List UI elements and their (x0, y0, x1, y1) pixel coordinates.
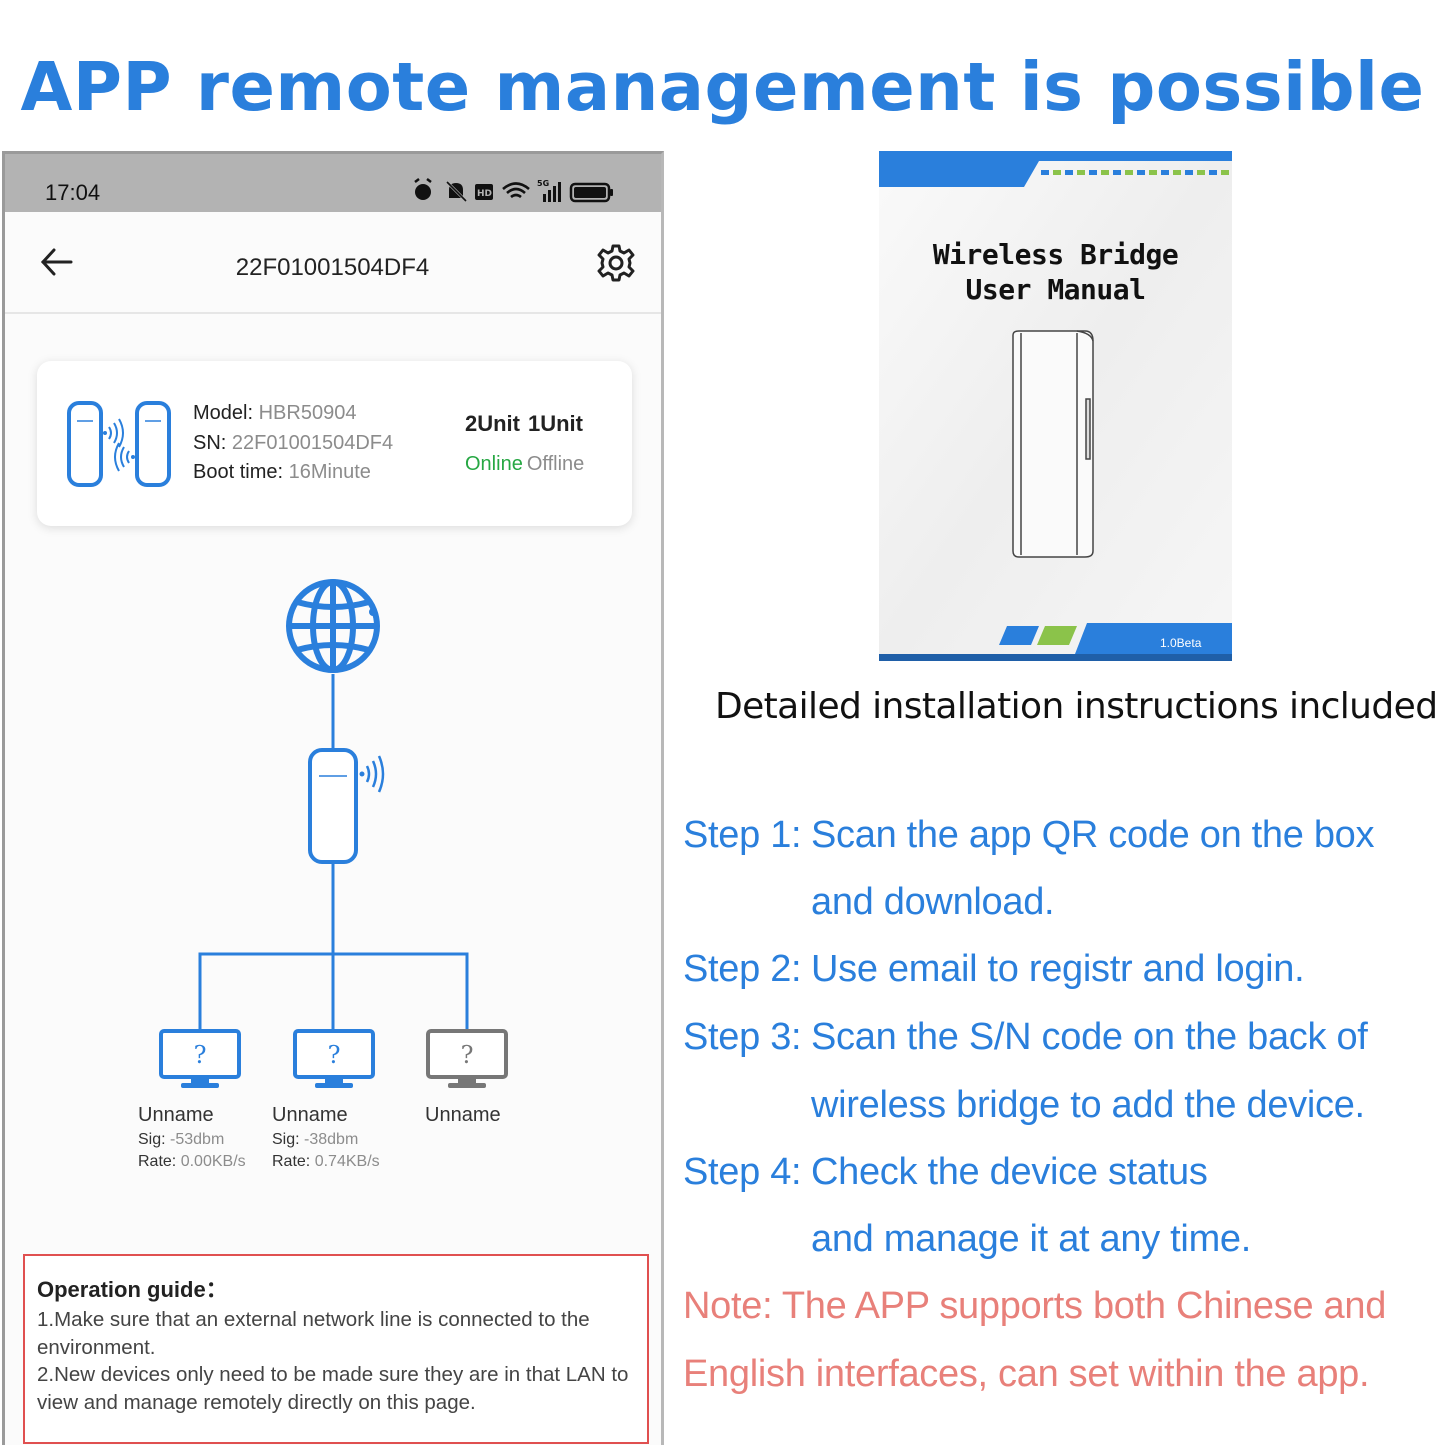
signal-icon: 5G (537, 179, 561, 202)
step-2-text: Use email to registr and login. (811, 948, 1305, 990)
step-3: Step 3:Scan the S/N code on the back of (683, 1016, 1368, 1059)
guide-line-2: 2.New devices only need to be made sure … (37, 1363, 629, 1414)
network-topology (198, 579, 469, 1029)
online-label: Online (465, 453, 523, 475)
step-2: Step 2:Use email to registr and login. (683, 948, 1305, 991)
note-line-2: English interfaces, can set within the a… (683, 1353, 1370, 1395)
top-dash-stripe (1041, 170, 1229, 175)
mute-bell-icon (445, 180, 468, 203)
battery-icon (569, 182, 613, 203)
client-name-3: Unname (425, 1104, 501, 1126)
step-1-label: Step 1: (683, 814, 802, 856)
step-2-label: Step 2: (683, 948, 802, 990)
offline-unit-count: 1Unit (528, 411, 583, 436)
status-time: 17:04 (45, 180, 101, 205)
sig-value: -38dbm (304, 1131, 359, 1148)
boot-value: 16Minute (288, 461, 371, 483)
bridge-device-icon (308, 748, 385, 864)
back-arrow-icon (40, 248, 73, 276)
alarm-icon (414, 178, 432, 200)
gear-icon (597, 244, 635, 282)
guide-text: 1.Make sure that an external network lin… (37, 1306, 637, 1416)
model-row: Model: HBR50904 (193, 399, 393, 429)
client-mark-3: ? (461, 1041, 474, 1069)
online-unit-count: 2Unit (465, 411, 520, 436)
device-info-card[interactable]: Model: HBR50904 SN: 22F01001504DF4 Boot … (37, 361, 632, 526)
headline: APP remote management is possible (20, 48, 1425, 126)
unit-counts: 2Unit 1Unit (465, 411, 591, 437)
client-stats-2: Sig: -38dbm Rate: 0.74KB/s (272, 1129, 380, 1173)
bridge-sketch (1012, 330, 1094, 558)
svg-text:5G: 5G (537, 179, 549, 188)
client-monitor-icon-2[interactable]: ? (291, 1027, 381, 1093)
manual-version: 1.0Beta (1160, 636, 1202, 650)
phone-screenshot: 17:04 HD 5G (2, 151, 664, 1445)
settings-button[interactable] (595, 242, 637, 284)
manual-title: Wireless Bridge User Manual (879, 237, 1232, 307)
step-4: Step 4:Check the device status (683, 1151, 1208, 1194)
client-monitor-icon-3[interactable]: ? (424, 1027, 514, 1093)
sig-label: Sig: (138, 1131, 166, 1148)
step-1: Step 1:Scan the app QR code on the box (683, 814, 1375, 857)
boot-label: Boot time: (193, 461, 284, 483)
client-stats-1: Sig: -53dbm Rate: 0.00KB/s (138, 1129, 246, 1173)
step-1-text: Scan the app QR code on the box (811, 814, 1375, 856)
manual-caption: Detailed installation instructions inclu… (715, 686, 1438, 727)
step-3-continuation: wireless bridge to add the device. (811, 1084, 1365, 1126)
client-monitor-icon-1[interactable]: ? (157, 1027, 247, 1093)
guide-line-1: 1.Make sure that an external network lin… (37, 1308, 590, 1359)
rate-label: Rate: (138, 1153, 177, 1170)
step-3-text: Scan the S/N code on the back of (811, 1016, 1368, 1058)
rate-label: Rate: (272, 1153, 311, 1170)
client-name-1: Unname (138, 1104, 214, 1126)
note-line-1: Note: The APP supports both Chinese and (683, 1285, 1387, 1327)
app-header: 22F01001504DF4 (5, 212, 661, 314)
sig-label: Sig: (272, 1131, 300, 1148)
client-mark-1: ? (194, 1041, 207, 1069)
hd-icon: HD (475, 184, 493, 200)
manual-cover-art (879, 151, 1232, 661)
step-1-continuation: and download. (811, 881, 1055, 923)
sn-label: SN: (193, 431, 227, 454)
status-icons: HD 5G (414, 178, 613, 203)
offline-label: Offline (526, 453, 585, 475)
device-id-title: 22F01001504DF4 (235, 254, 430, 281)
top-band (879, 151, 1232, 187)
rate-value: 0.00KB/s (180, 1153, 246, 1170)
back-button[interactable] (37, 242, 77, 282)
globe-icon (286, 579, 380, 673)
manual-title-line-1: Wireless Bridge (932, 238, 1179, 271)
wifi-icon (502, 182, 530, 199)
sn-row: SN: 22F01001504DF4 (193, 429, 393, 459)
step-4-label: Step 4: (683, 1151, 802, 1193)
topology-lines (198, 674, 469, 1029)
model-value: HBR50904 (258, 402, 357, 424)
client-name-2: Unname (272, 1104, 348, 1126)
step-3-label: Step 3: (683, 1016, 802, 1058)
globe-dot (369, 608, 377, 616)
device-info: Model: HBR50904 SN: 22F01001504DF4 Boot … (193, 399, 393, 488)
svg-text:HD: HD (477, 189, 492, 199)
rate-value: 0.74KB/s (314, 1153, 380, 1170)
status-bar: 17:04 HD 5G (5, 154, 661, 212)
guide-title: Operation guide： (37, 1277, 228, 1302)
user-manual-cover: Wireless Bridge User Manual 1.0Beta (879, 151, 1232, 661)
sn-value: 22F01001504DF4 (231, 431, 394, 454)
client-mark-2: ? (328, 1041, 341, 1069)
bridge-pair-icon (67, 401, 171, 487)
operation-guide: Operation guide： 1.Make sure that an ext… (23, 1254, 649, 1444)
manual-title-line-2: User Manual (965, 273, 1146, 306)
step-4-text: Check the device status (811, 1151, 1208, 1193)
model-label: Model: (193, 402, 254, 424)
boot-row: Boot time: 16Minute (193, 458, 393, 488)
sig-value: -53dbm (170, 1131, 225, 1148)
step-4-continuation: and manage it at any time. (811, 1218, 1252, 1260)
